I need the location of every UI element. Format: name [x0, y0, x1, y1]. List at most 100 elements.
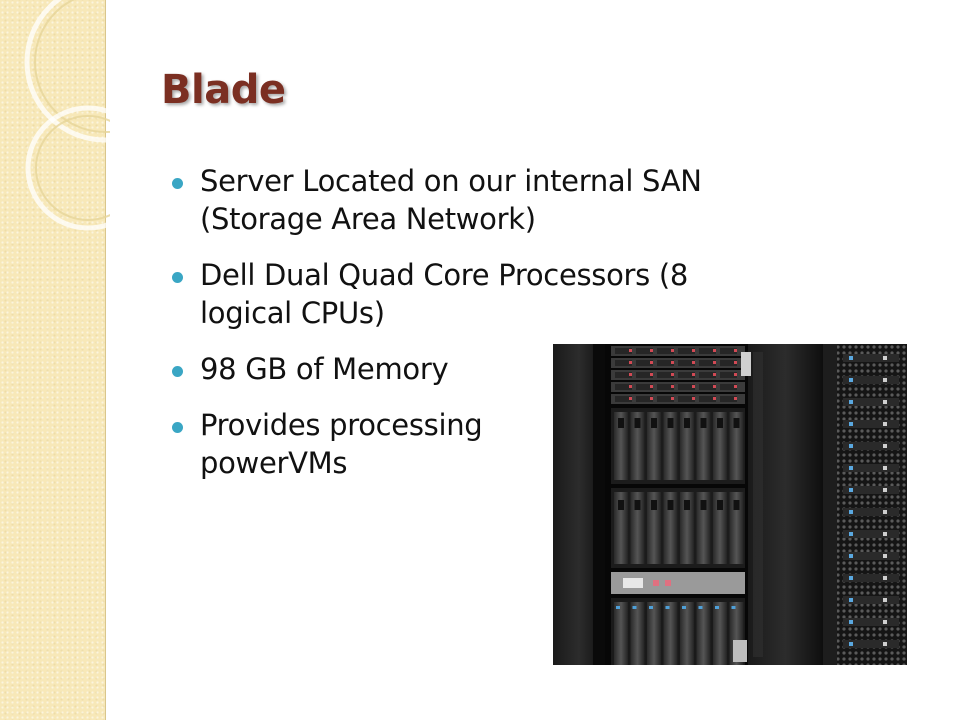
rack-drive-bay — [699, 348, 716, 354]
rack-indicator-light — [734, 361, 737, 364]
rack-drive-row — [843, 530, 899, 538]
status-led — [849, 488, 853, 492]
status-led — [883, 356, 887, 360]
rack-indicator-light — [713, 385, 716, 388]
blade-vent — [651, 500, 657, 510]
rack-drive-bay — [720, 360, 737, 366]
status-led — [653, 580, 659, 586]
rack-drive-bay — [636, 360, 653, 366]
rack-indicator-light — [734, 397, 737, 400]
rack-drive-bay — [636, 372, 653, 378]
status-led — [883, 598, 887, 602]
rack-indicator-light — [713, 373, 716, 376]
rack-indicator-light — [650, 385, 653, 388]
status-led — [883, 466, 887, 470]
rack-drive-bay — [615, 372, 632, 378]
rack-drive-bay — [657, 360, 674, 366]
blade-server — [696, 492, 711, 564]
server-rack-photo — [553, 344, 907, 665]
rack-drive-bay — [615, 360, 632, 366]
rack-drive-bay — [678, 384, 695, 390]
blade-vent — [717, 500, 723, 510]
bullet-item: Dell Dual Quad Core Processors (8 logica… — [172, 256, 872, 332]
rack-drive-row — [843, 376, 899, 384]
blade-vent — [700, 500, 707, 510]
rack-indicator-light — [713, 397, 716, 400]
blade-server — [614, 412, 628, 480]
rack-indicator-light — [629, 385, 632, 388]
server-rack-illustration — [553, 344, 907, 665]
blade-server — [680, 412, 694, 480]
decorative-rings-icon — [24, 0, 110, 231]
blade-server — [729, 492, 744, 564]
blade-vent — [684, 500, 690, 510]
status-led — [883, 444, 887, 448]
status-led — [883, 532, 887, 536]
blade-server — [614, 602, 628, 665]
rack-drive-row — [843, 640, 899, 648]
rack-indicator-light — [650, 397, 653, 400]
blade-vent — [733, 418, 740, 428]
blade-server — [630, 412, 645, 480]
rack-indicator-light — [650, 373, 653, 376]
blade-server — [630, 602, 645, 665]
bullet-text: Server Located on our internal SAN (Stor… — [200, 164, 702, 236]
blade-server — [647, 412, 661, 480]
blade-server — [614, 492, 628, 564]
rack-drive-bay — [657, 348, 674, 354]
status-led — [682, 606, 686, 609]
rack-indicator-light — [692, 385, 695, 388]
rack-drive-bay — [636, 396, 653, 402]
blade-vent — [634, 418, 641, 428]
blade-server — [647, 492, 661, 564]
rack-drive-bay — [699, 372, 716, 378]
blade-server — [713, 492, 727, 564]
rack-indicator-light — [629, 373, 632, 376]
status-led — [849, 620, 853, 624]
rack-drive-row — [843, 508, 899, 516]
status-led — [849, 598, 853, 602]
rack-indicator-light — [692, 397, 695, 400]
rack-drive-bay — [615, 384, 632, 390]
rack-drive-row — [843, 442, 899, 450]
rack-indicator-light — [629, 361, 632, 364]
status-led — [883, 422, 887, 426]
status-led — [849, 510, 853, 514]
rack-indicator-light — [629, 397, 632, 400]
blade-vent — [717, 418, 723, 428]
blade-server — [647, 602, 661, 665]
blade-server — [680, 492, 694, 564]
status-led — [665, 606, 670, 609]
status-led — [883, 554, 887, 558]
rack-drive-row — [843, 464, 899, 472]
enclosure-display — [623, 578, 643, 588]
bullet-dot-icon — [172, 422, 183, 433]
status-led — [883, 620, 887, 624]
bullet-item: Server Located on our internal SAN (Stor… — [172, 162, 872, 238]
rack-indicator-light — [734, 385, 737, 388]
rack-drive-bay — [657, 396, 674, 402]
rack-drive-bay — [678, 372, 695, 378]
rack-drive-bay — [615, 396, 632, 402]
rack-drive-bay — [720, 396, 737, 402]
status-led — [616, 606, 620, 609]
status-led — [849, 356, 853, 360]
rack-drive-bay — [699, 384, 716, 390]
blade-server — [663, 412, 678, 480]
blade-server — [696, 602, 711, 665]
bullet-dot-icon — [172, 366, 183, 377]
rack-drive-bay — [657, 372, 674, 378]
rack-drive-bay — [657, 384, 674, 390]
rack-drive-row — [843, 354, 899, 362]
status-led — [665, 580, 671, 586]
status-led — [849, 532, 853, 536]
rack-indicator-light — [629, 349, 632, 352]
rack-drive-bay — [615, 348, 632, 354]
rack-drive-bay — [720, 372, 737, 378]
rack-drive-bay — [678, 348, 695, 354]
status-led — [849, 642, 853, 646]
rack-drive-row — [843, 398, 899, 406]
status-led — [883, 510, 887, 514]
blade-server — [696, 412, 711, 480]
